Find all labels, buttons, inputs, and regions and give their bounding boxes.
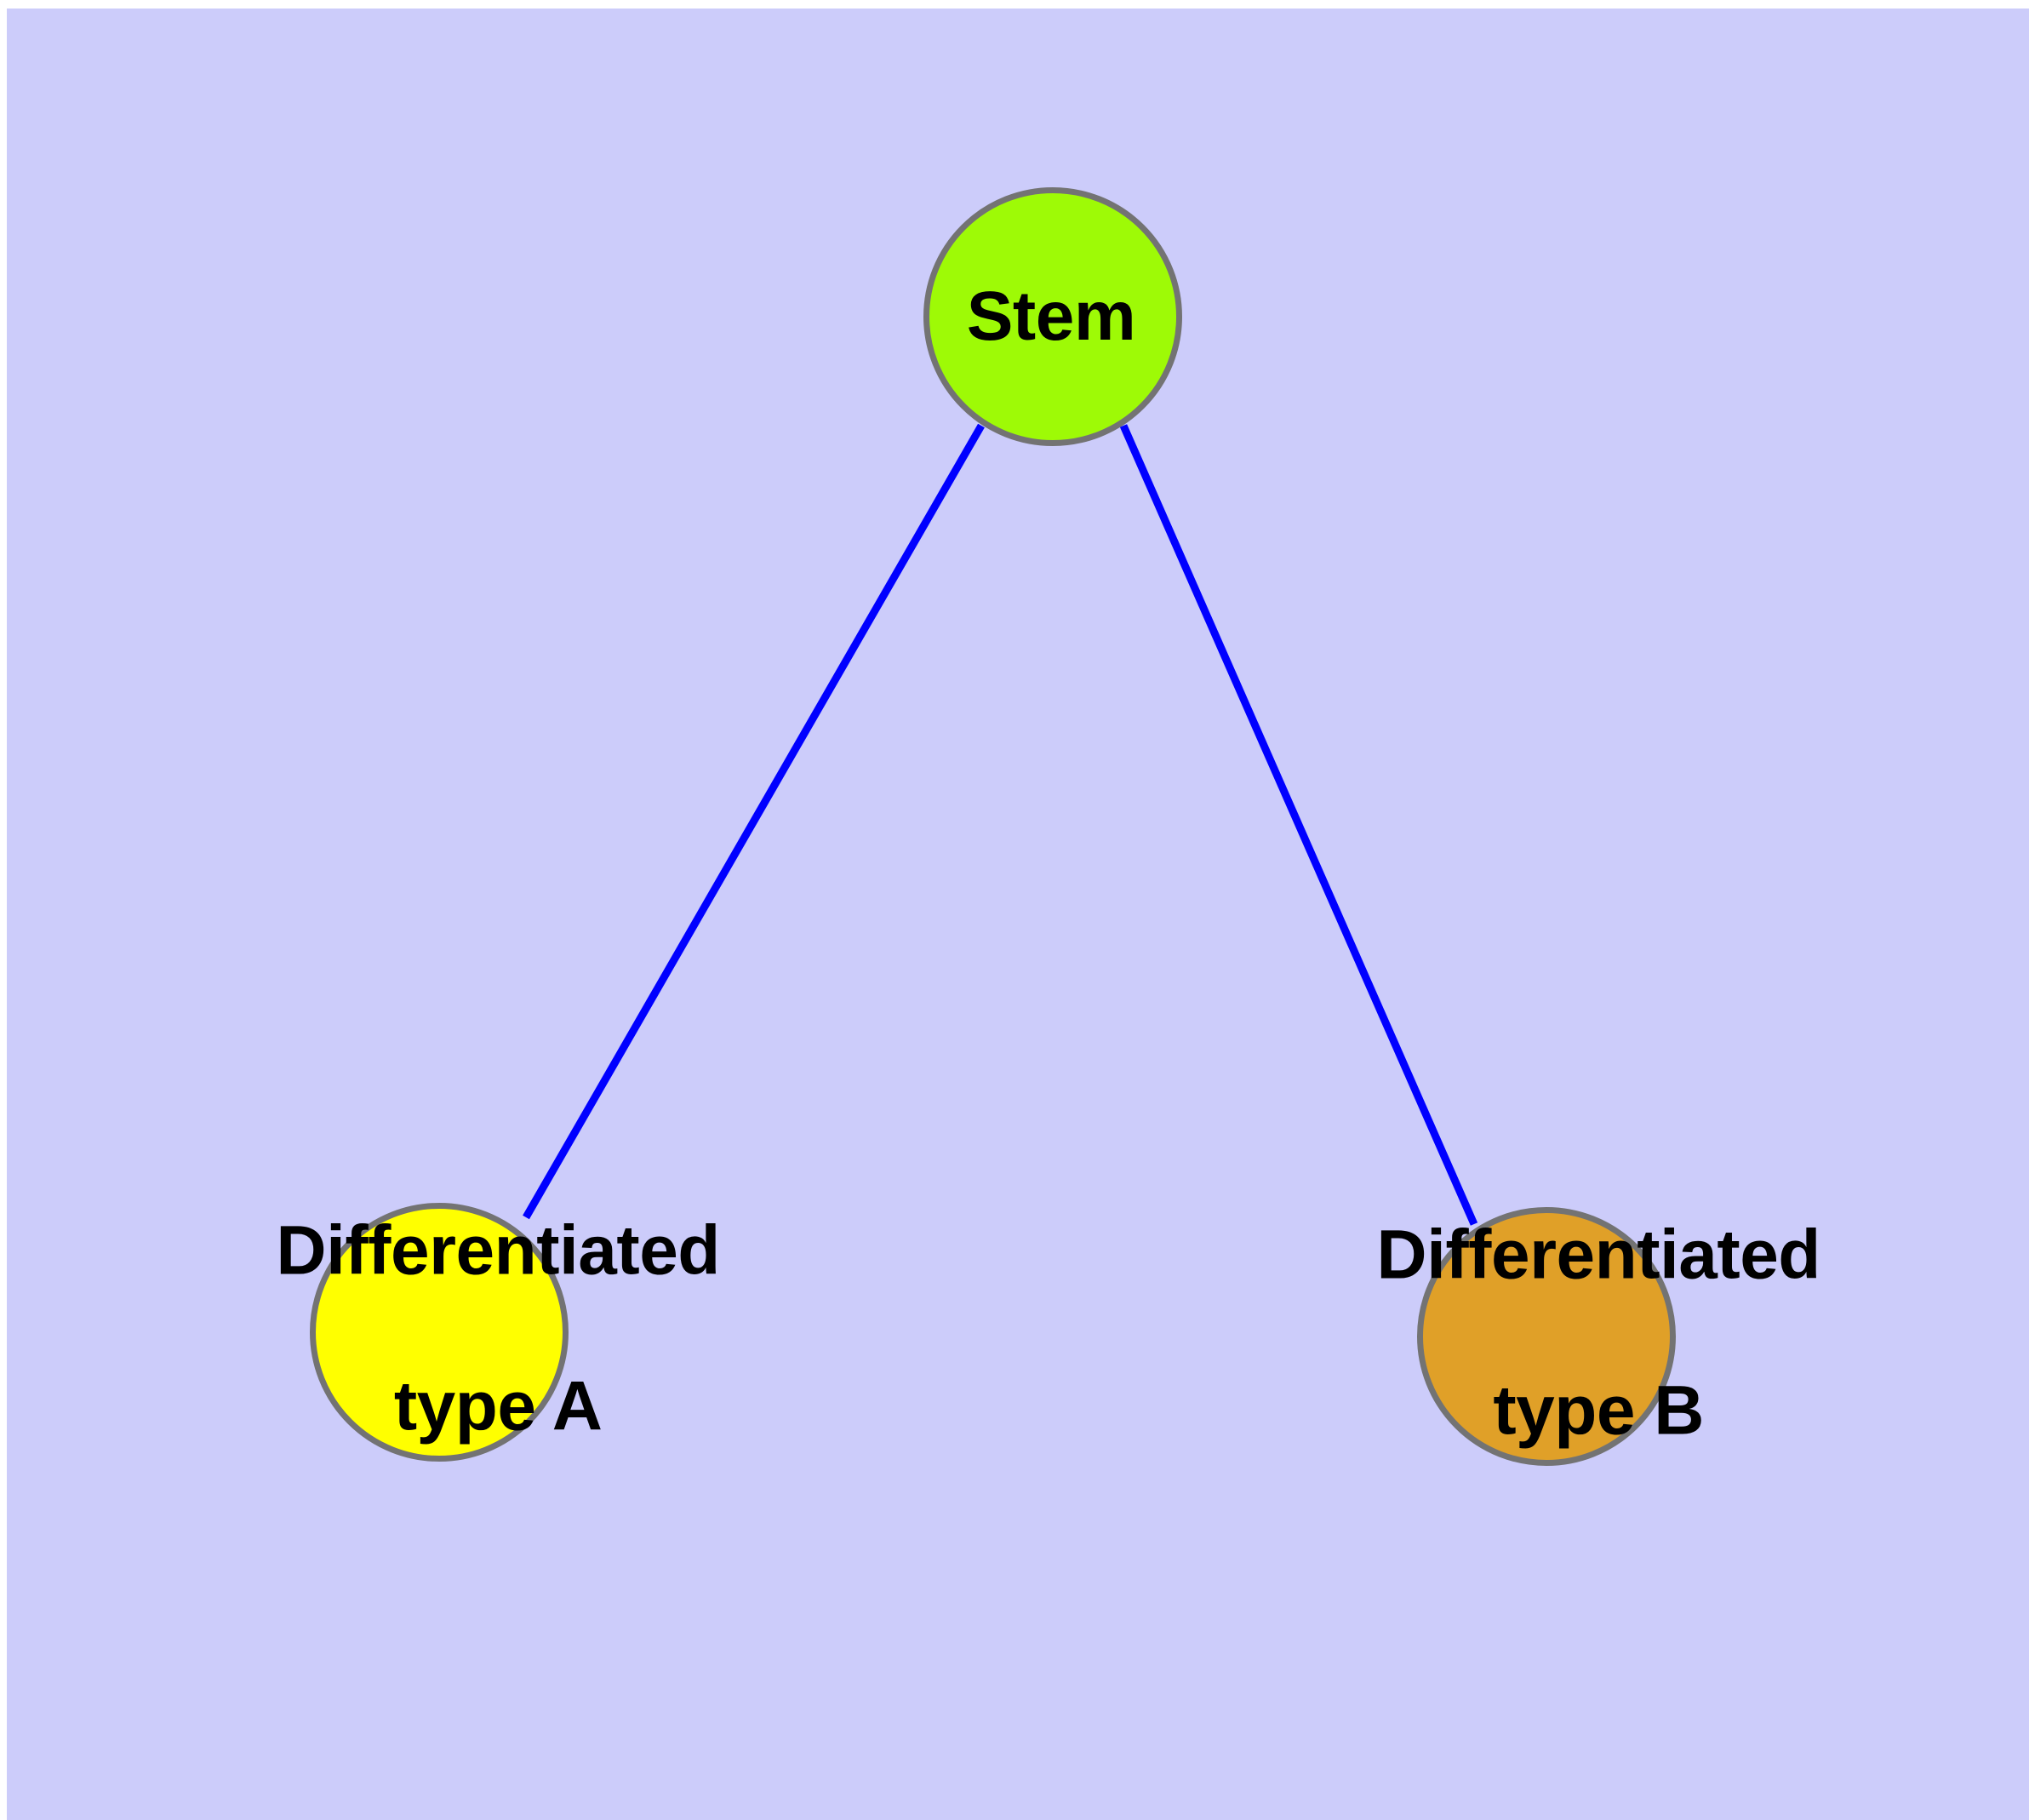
node-differentiated-type-b-circle	[1417, 1207, 1676, 1466]
graph-plot-area: Stem Differentiated type A Differentiate…	[7, 9, 2029, 1820]
node-differentiated-type-a-circle	[310, 1203, 569, 1462]
node-stem-circle	[923, 187, 1182, 446]
node-differentiated-type-b[interactable]: Differentiated type B	[1376, 1207, 1820, 1466]
node-differentiated-type-a[interactable]: Differentiated type A	[276, 1203, 720, 1462]
edge-stem-to-differentiated-type-b[interactable]	[1119, 424, 1478, 1226]
edge-stem-to-differentiated-type-a[interactable]	[523, 423, 985, 1220]
node-stem[interactable]: Stem	[923, 187, 1182, 446]
edge-layer	[523, 423, 1478, 1226]
